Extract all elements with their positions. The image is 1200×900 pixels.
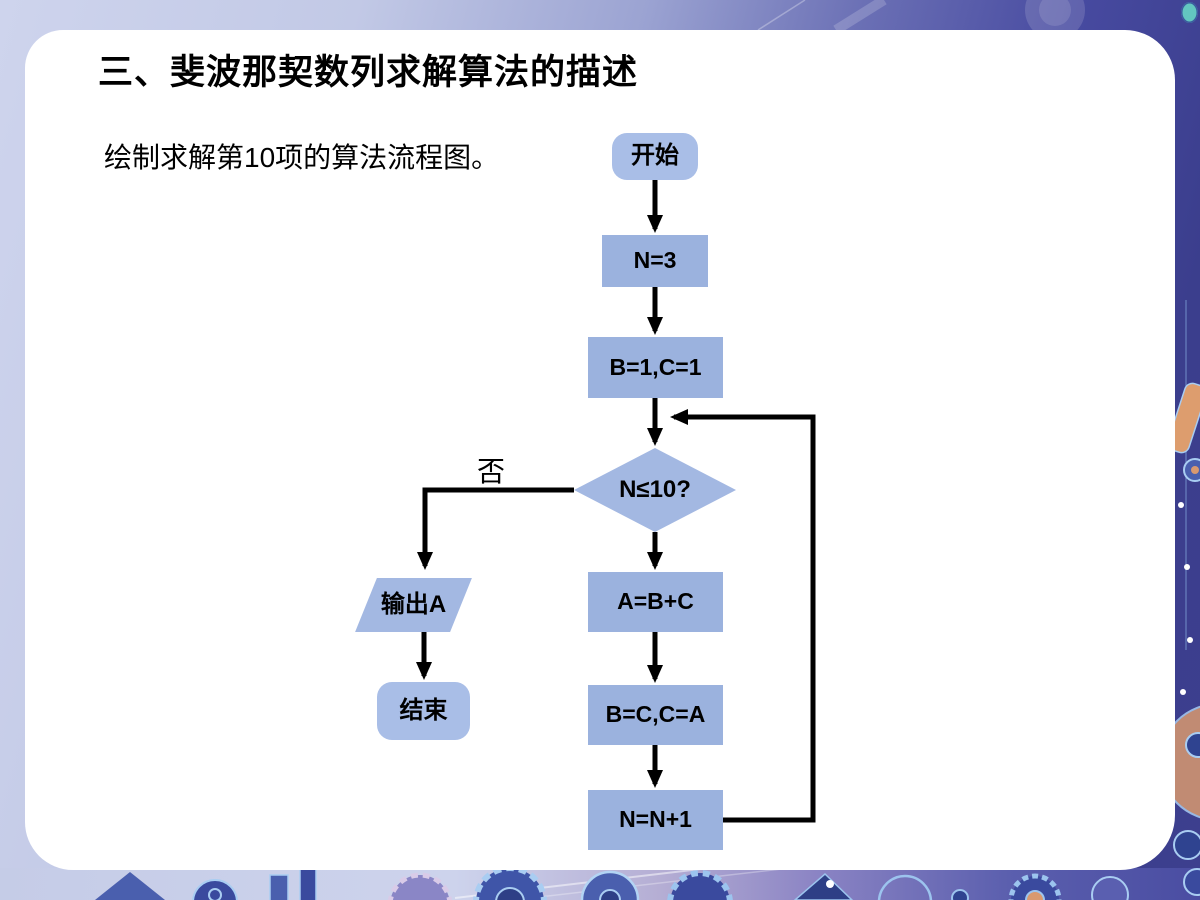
flow-node-end-label: 结束 — [399, 696, 448, 724]
flow-node-set-bc: B=1,C=1 — [588, 337, 723, 398]
flow-node-sum: A=B+C — [588, 572, 723, 632]
slide-body-text: 绘制求解第10项的算法流程图。 — [104, 142, 500, 173]
flow-node-set-n: N=3 — [602, 235, 708, 287]
no-branch-label: 否 — [477, 456, 506, 487]
flow-node-output-a-label: 输出A — [380, 590, 447, 618]
flow-node-start-label: 开始 — [631, 142, 679, 170]
flow-node-check-n-label: N≤10? — [619, 475, 691, 503]
flow-node-sum-label: A=B+C — [617, 588, 694, 615]
flow-node-start: 开始 — [612, 133, 698, 180]
bottom-gradient-band — [0, 868, 1200, 900]
slide-canvas: 三、斐波那契数列求解算法的描述 绘制求解第10项的算法流程图。 — [25, 30, 1175, 870]
flow-node-check-n: N≤10? — [574, 448, 736, 532]
flow-node-shift: B=C,C=A — [588, 685, 723, 745]
flow-node-set-bc-label: B=1,C=1 — [609, 353, 702, 380]
connector-no-branch — [417, 487, 574, 570]
flow-node-shift-label: B=C,C=A — [605, 701, 706, 728]
flow-node-increment: N=N+1 — [588, 790, 723, 850]
teal-accent-dot-icon — [1181, 2, 1198, 23]
flow-node-output-a: 输出A — [355, 578, 472, 632]
page-title: 三、斐波那契数列求解算法的描述 — [98, 53, 639, 92]
flow-node-end: 结束 — [377, 682, 470, 740]
flow-node-increment-label: N=N+1 — [619, 806, 692, 833]
flow-node-set-n-label: N=3 — [633, 247, 677, 274]
